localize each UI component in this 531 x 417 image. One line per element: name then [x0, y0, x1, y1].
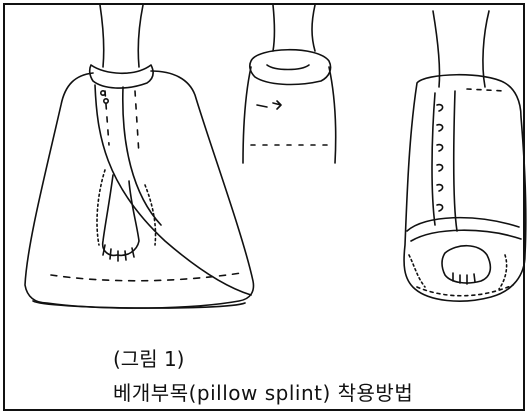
pillow-splint-pinned-icon: [404, 11, 526, 301]
figure-number: (그림 1): [113, 343, 531, 372]
pillow-wrapped-leg-front-icon: [25, 5, 253, 308]
pillow-splint-top-icon: [243, 5, 336, 163]
figure-frame: (그림 1) 베개부목(pillow splint) 착용방법: [3, 3, 525, 411]
figure-title: 베개부목(pillow splint) 착용방법: [113, 377, 531, 406]
illustration-area: [5, 5, 527, 345]
